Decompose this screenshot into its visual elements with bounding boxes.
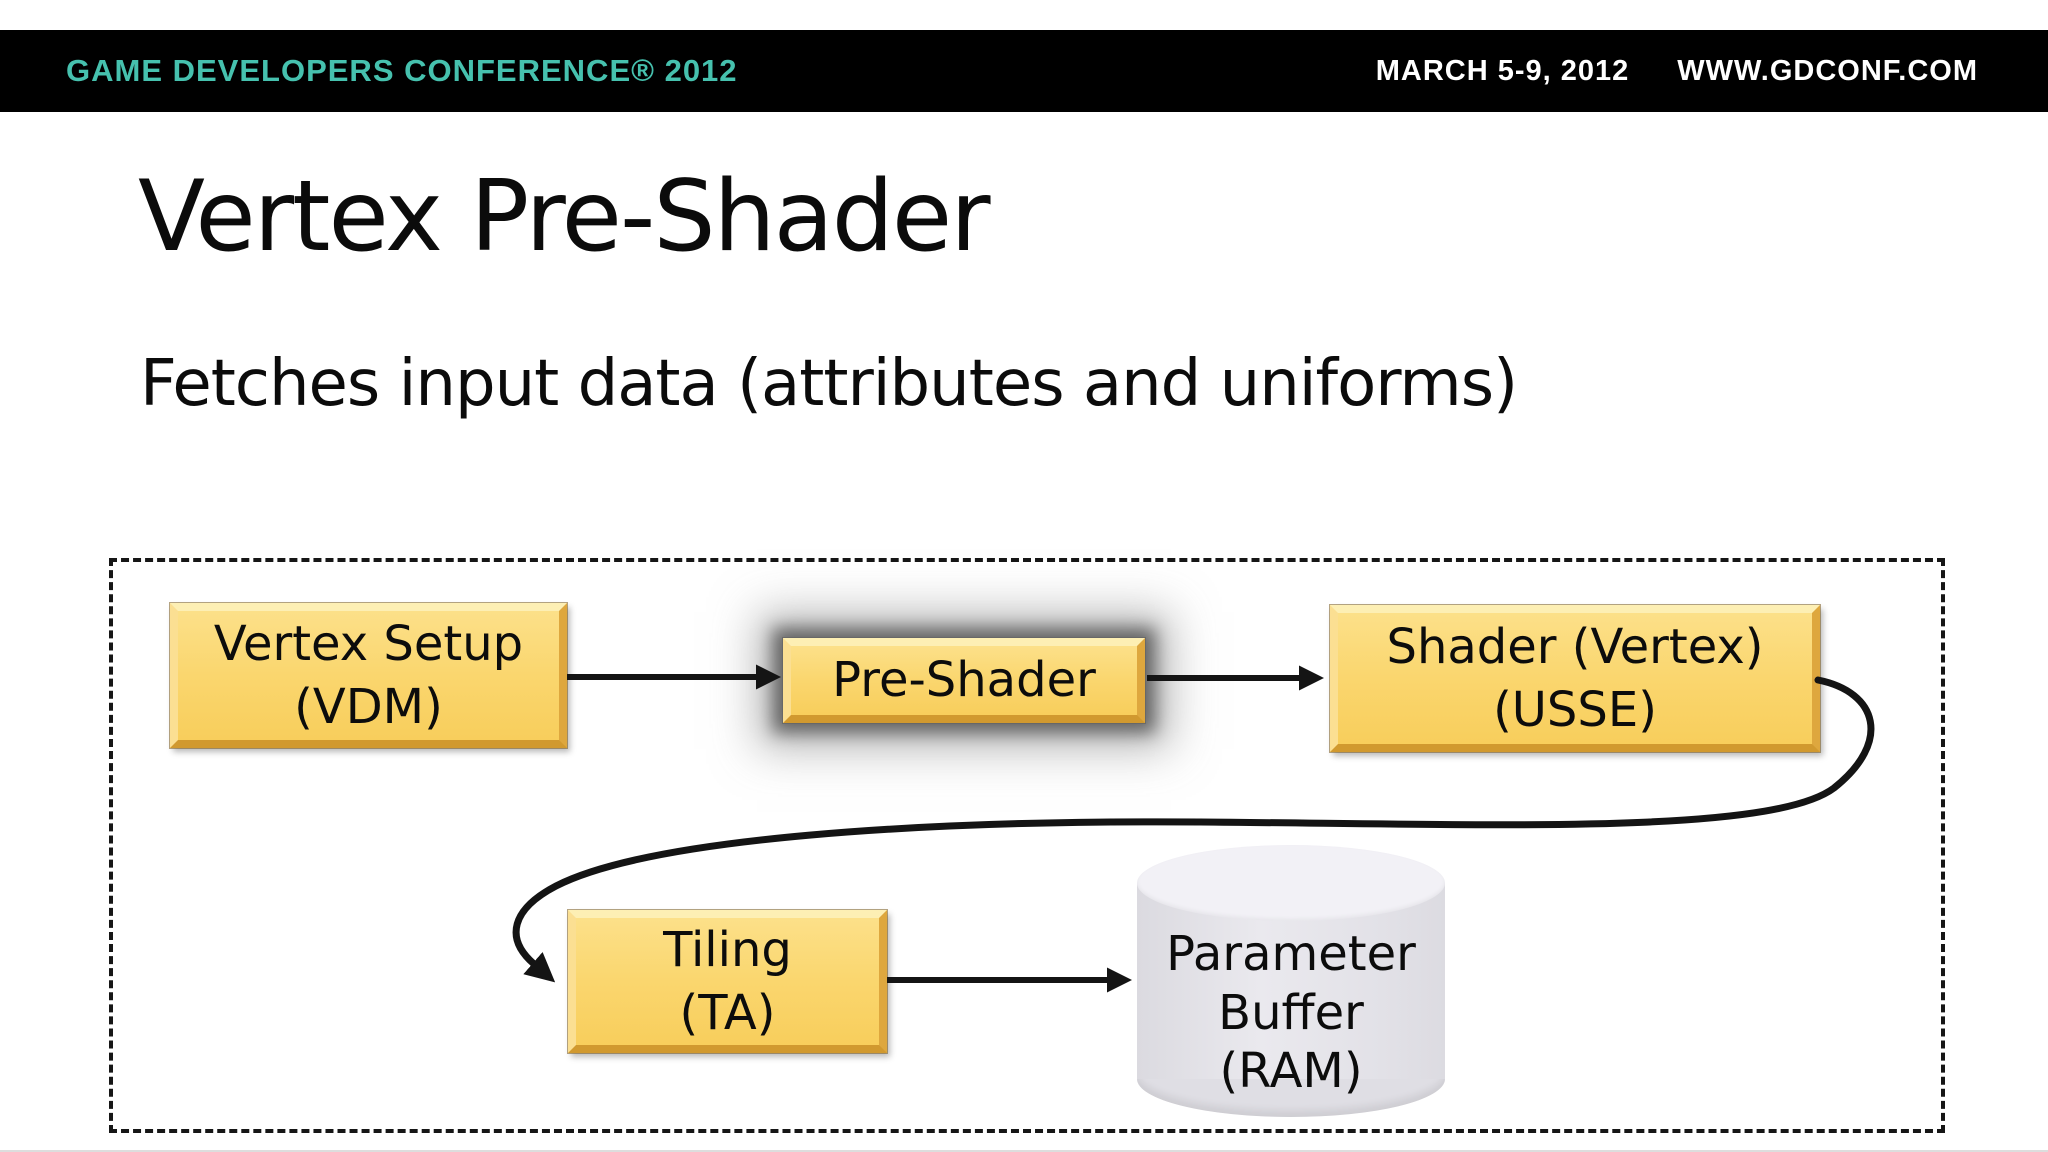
conference-header-right: MARCH 5-9, 2012 WWW.GDCONF.COM <box>1376 55 1978 88</box>
node-vertex-setup: Vertex Setup (VDM) <box>170 603 567 748</box>
slide-bottom-edge <box>0 1150 2048 1152</box>
node-parameter-buffer: Parameter Buffer (RAM) <box>1137 845 1445 1117</box>
diagram-dashed-frame <box>109 558 1945 1133</box>
node-parameter-buffer-label: Parameter Buffer (RAM) <box>1137 925 1445 1101</box>
node-pre-shader-label: Pre-Shader <box>832 652 1096 709</box>
node-vertex-setup-label-line2: (VDM) <box>294 678 443 735</box>
node-tiling-label-line2: (TA) <box>679 984 776 1041</box>
node-vertex-setup-label-line1: Vertex Setup <box>213 616 524 673</box>
conference-brand: GAME DEVELOPERS CONFERENCE® 2012 <box>66 53 738 88</box>
node-parameter-buffer-line3: (RAM) <box>1219 1043 1363 1100</box>
node-shader-vertex-label-line2: (USSE) <box>1493 681 1657 738</box>
conference-header-bar: GAME DEVELOPERS CONFERENCE® 2012 MARCH 5… <box>0 30 2048 112</box>
page-title: Vertex Pre-Shader <box>138 160 990 274</box>
node-pre-shader: Pre-Shader <box>783 638 1145 723</box>
conference-website: WWW.GDCONF.COM <box>1677 54 1978 87</box>
node-shader-vertex-label-line1: Shader (Vertex) <box>1386 619 1764 676</box>
node-shader-vertex: Shader (Vertex) (USSE) <box>1330 605 1820 752</box>
node-parameter-buffer-line2: Buffer <box>1218 984 1364 1041</box>
node-parameter-buffer-line1: Parameter <box>1166 926 1416 982</box>
conference-dates: MARCH 5-9, 2012 <box>1375 54 1630 87</box>
cylinder-top-shape <box>1137 845 1445 921</box>
node-tiling-label-line1: Tiling <box>663 922 792 979</box>
slide-subtitle: Fetches input data (attributes and unifo… <box>140 347 1518 421</box>
node-tiling: Tiling (TA) <box>568 910 887 1053</box>
top-white-strip <box>0 0 2048 30</box>
